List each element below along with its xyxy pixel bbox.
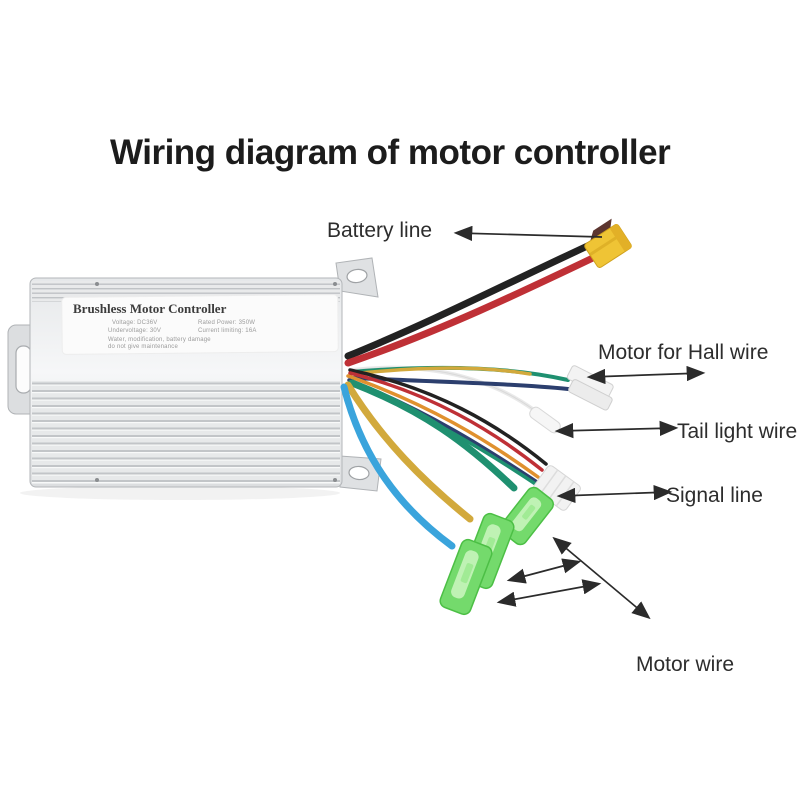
battery-wire-red [344,252,601,367]
page-title: Wiring diagram of motor controller [110,133,671,172]
hall-wire-yellow [348,366,532,376]
spec-undervoltage: Undervoltage: 30V [108,328,162,334]
signal-wire-red [348,371,544,472]
motor-arrow-1 [552,536,651,620]
spec-current-limit: Current limiting: 16A [198,328,257,334]
signal-wire-black [348,368,548,466]
motor-wire-blue [340,383,456,550]
tail-light-connector [529,406,561,434]
signal-line-label: Signal line [666,484,763,507]
hall-arrow [586,365,706,385]
hall-wire-label: Motor for Hall wire [598,341,769,364]
spec-voltage: Voltage: DC36V [112,320,158,326]
mounting-ear-bottom-right [339,455,382,492]
xt60-battery-connector [584,218,632,268]
battery-wire-black [344,239,598,360]
spec-label-plate [61,294,339,355]
signal-and-sensor-wires [346,365,570,491]
controller-case [29,277,343,488]
tail-arrow [554,420,679,439]
annotation-arrows [453,225,706,620]
mounting-ear-top-right [335,257,379,298]
signal-wire-orange [346,374,540,479]
battery-wires [344,239,601,367]
case-fins-bottom [32,381,340,484]
motor-wires [340,379,518,550]
motor-arrow-2 [506,558,582,584]
motor-terminal-green-3 [439,538,493,616]
battery-line-label: Battery line [327,219,433,242]
case-shadow [20,486,340,500]
battery-arrow [453,225,603,242]
motor-wire-yellow [344,381,474,523]
signal-arrow [556,484,673,504]
motor-wire-label: Motor wire [636,653,735,676]
spec-rated-power: Rated Power: 350W [198,320,256,326]
motor-wire-green [348,379,518,492]
tail-light-wire-label: Tail light wire [677,420,798,443]
motor-arrow-3 [496,579,602,607]
controller-label-title: Brushless Motor Controller [73,301,227,316]
spec-warning-line1: Water, modification, battery damage [108,337,211,343]
spec-warning-line2: do not give maintenance [108,344,178,350]
hall-connector [566,365,614,411]
